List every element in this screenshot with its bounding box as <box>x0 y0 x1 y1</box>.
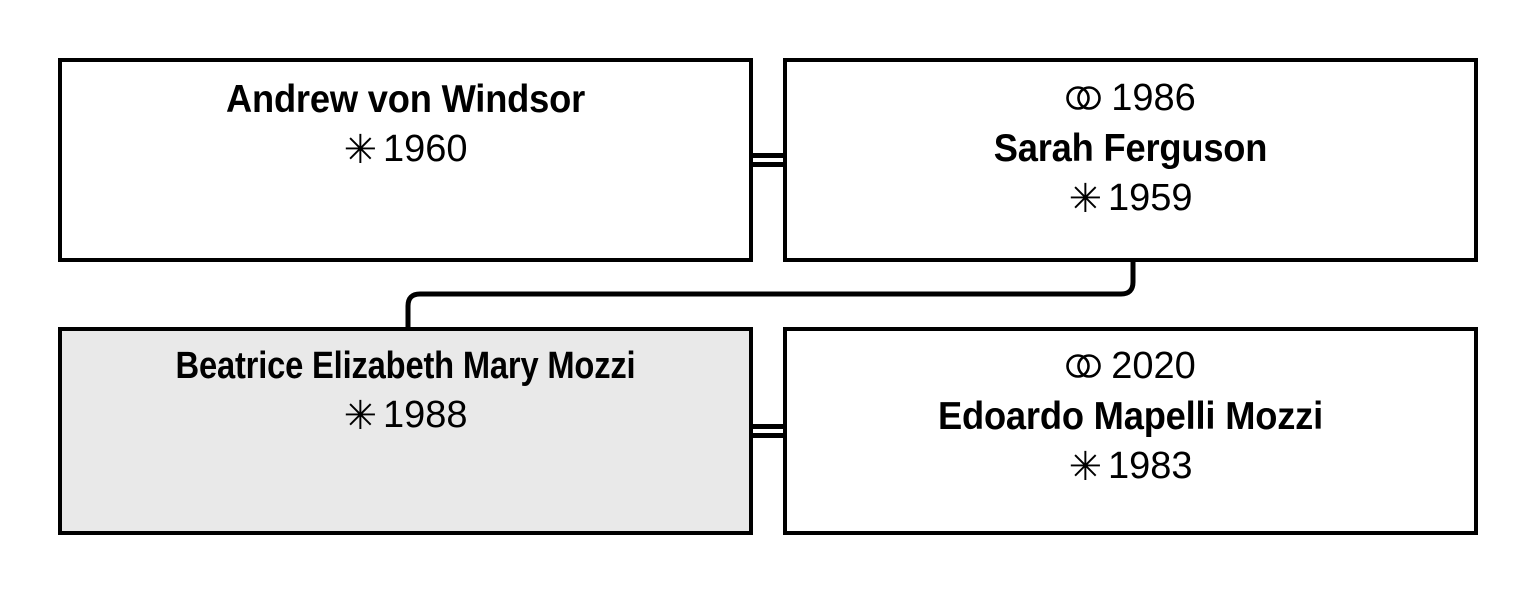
person-box-sarah[interactable]: 1986 Sarah Ferguson ✳1959 <box>783 58 1478 262</box>
person-box-andrew[interactable]: Andrew von Windsor ✳1960 <box>58 58 753 262</box>
marriage-rings-icon <box>1065 350 1103 389</box>
person-birth-year-sarah: 1959 <box>1107 176 1193 219</box>
birth-asterisk-icon: ✳ <box>343 127 377 172</box>
person-name-sarah: Sarah Ferguson <box>993 126 1268 170</box>
person-name-beatrice: Beatrice Elizabeth Mary Mozzi <box>175 345 636 387</box>
person-name-edoardo: Edoardo Mapelli Mozzi <box>937 394 1323 438</box>
birth-asterisk-icon: ✳ <box>1068 176 1102 221</box>
marriage-link-line-upper <box>753 424 783 429</box>
marriage-rings-icon <box>1065 82 1103 121</box>
marriage-link-line-lower <box>753 433 783 438</box>
marriage-link-line-lower <box>753 162 783 167</box>
marriage-link-beatrice-edoardo <box>753 424 783 438</box>
person-box-edoardo[interactable]: 2020 Edoardo Mapelli Mozzi ✳1983 <box>783 327 1478 535</box>
birth-asterisk-icon: ✳ <box>1068 444 1102 489</box>
person-marriage-year-sarah: 1986 <box>1111 77 1196 119</box>
person-birth-year-edoardo: 1983 <box>1107 444 1193 487</box>
person-birth-andrew: ✳1960 <box>62 127 749 172</box>
marriage-link-line-upper <box>753 153 783 158</box>
person-marriage-edoardo: 2020 <box>787 347 1474 389</box>
marriage-link-andrew-sarah <box>753 153 783 167</box>
person-birth-year-andrew: 1960 <box>382 127 468 170</box>
person-box-beatrice[interactable]: Beatrice Elizabeth Mary Mozzi ✳1988 <box>58 327 753 535</box>
person-birth-sarah: ✳1959 <box>787 176 1474 221</box>
person-marriage-year-edoardo: 2020 <box>1111 345 1196 387</box>
person-marriage-sarah: 1986 <box>787 79 1474 121</box>
person-birth-year-beatrice: 1988 <box>382 393 468 436</box>
person-birth-beatrice: ✳1988 <box>62 393 749 438</box>
birth-asterisk-icon: ✳ <box>343 393 377 438</box>
person-birth-edoardo: ✳1983 <box>787 444 1474 489</box>
person-name-andrew: Andrew von Windsor <box>225 78 586 121</box>
descent-path <box>405 262 1136 327</box>
